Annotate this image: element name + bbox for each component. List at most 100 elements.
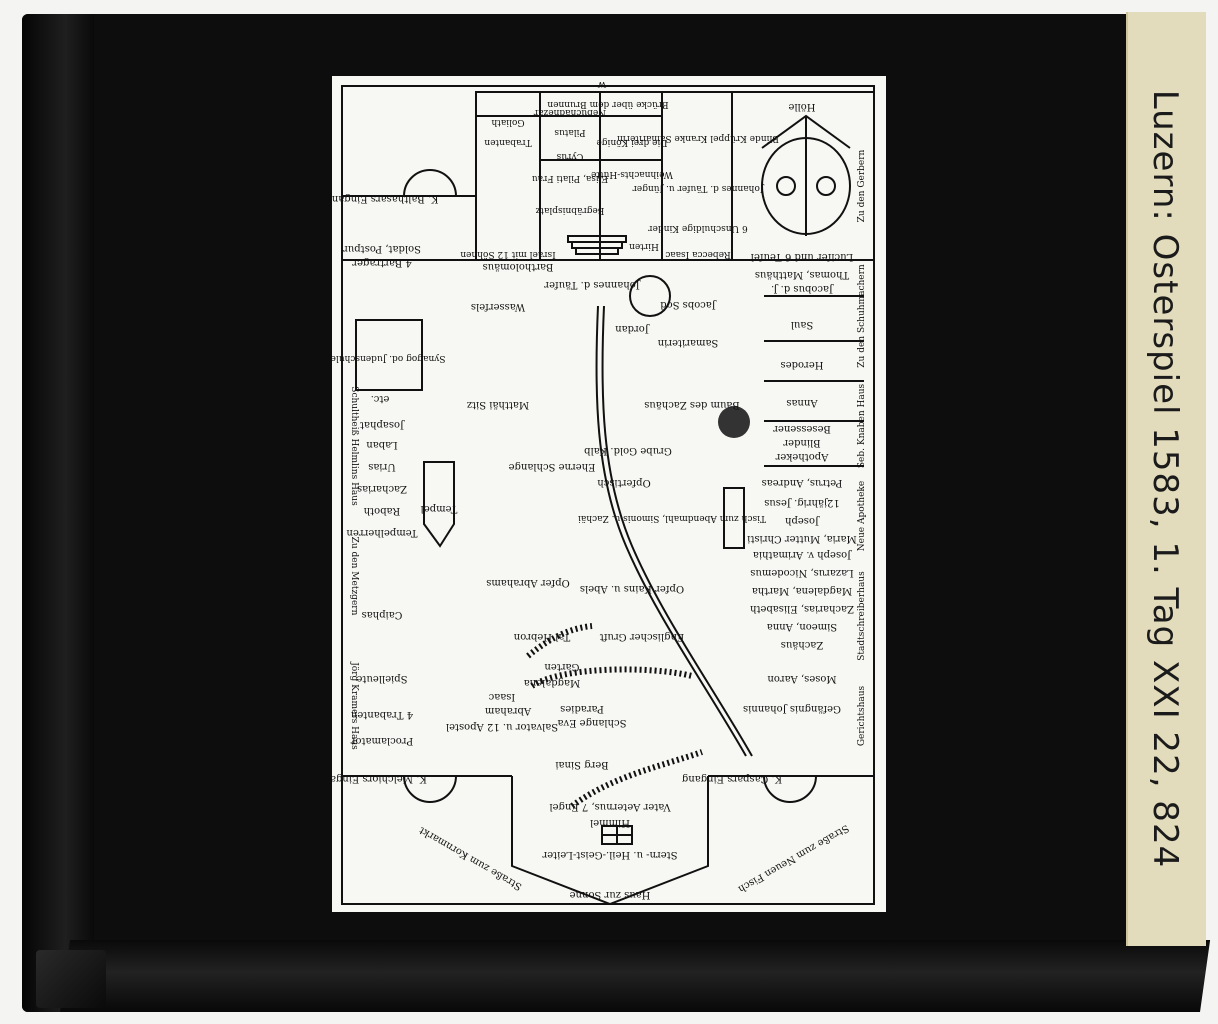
zachaeus: Zachäus	[781, 639, 824, 650]
joseph-a: Joseph v. Arimathia	[753, 549, 852, 560]
petrus: Petrus, Andreas	[762, 477, 843, 488]
tempelherren: Tempelherren	[346, 527, 418, 538]
slide-label-strip	[1126, 12, 1206, 946]
top-eliza: Elisa, Pilati Frau	[532, 173, 608, 183]
top-drei-konige: Die drei Könige	[596, 137, 667, 147]
blinder: Blinder	[783, 437, 821, 448]
zacharias-e: Zacharias, Elisabeth	[749, 603, 853, 614]
spielleute: Spielleute	[356, 673, 407, 684]
top-johannes: Johannes d. Täufer u. Jünger	[632, 183, 765, 193]
johannes-taufer: Johannes d. Täufer	[544, 279, 641, 290]
schultheiss: Schultheiß Helmlins Haus	[349, 386, 359, 506]
joerg-kramers: Jörg Kramers Haus	[349, 661, 359, 750]
garten: Garten	[544, 661, 580, 672]
entrance-caspars: K. Caspars Eingang	[681, 773, 782, 784]
annas: Annas	[786, 397, 818, 408]
neue-apotheke: Neue Apotheke	[857, 481, 867, 551]
slide-label: Luzern: Osterspiel 1583, 1. Tag XXI 22, …	[1126, 12, 1204, 946]
herodes: Herodes	[781, 359, 824, 370]
entrance-balthasars: K. Balthasars Eingang	[332, 193, 439, 204]
stadtschreiber: Stadtschreiberhaus	[857, 571, 867, 661]
grube-kalb: Grube Gold. Kalb	[584, 445, 672, 456]
knaben-haus: Seb. Knaben Haus	[857, 384, 867, 469]
besessener: Besessener	[773, 423, 831, 434]
zu-gerbern: Zu den Gerbern	[857, 149, 867, 222]
zu-metzgern: Zu den Metzgern	[349, 537, 359, 616]
synagog: Synagog od. Judenschule	[332, 353, 445, 363]
zu-schuhmachern: Zu den Schuhmachern	[857, 264, 867, 368]
etc: etc.	[371, 393, 390, 404]
entrance-melchiors: K. Melchiors Eingang	[332, 773, 427, 784]
top-cyrus: Cyrus	[556, 151, 583, 161]
stage-plan: w Haus zur Sonne Straße zum Kornmarkt St…	[332, 76, 886, 912]
joseph: Joseph	[784, 515, 819, 526]
salvator: Salvator u. 12 Apostel	[446, 721, 558, 732]
frame-bevel-left	[22, 14, 94, 1012]
heaven-himmel: Himmel	[590, 817, 630, 828]
saul: Saul	[791, 319, 813, 330]
moses: Moses, Aaron	[767, 673, 837, 684]
raboth: Raboth	[363, 505, 400, 516]
urias: Urias	[368, 461, 396, 472]
simeon: Simeon, Anna	[767, 621, 837, 632]
frame-corner	[36, 950, 106, 1008]
top-blinde: Blinde Krüppel Kranke Samariterin	[617, 133, 779, 143]
bartrager: 4 Bartrager	[352, 257, 412, 268]
magdalena-g: Magdalena	[524, 677, 581, 688]
slide-label-text: Luzern: Osterspiel 1583, 1. Tag XXI 22, …	[1145, 89, 1186, 869]
lucifer: Lucifer und 6 Teufel	[751, 251, 854, 262]
wasserfels: Wasserfels	[471, 301, 525, 312]
proclamator: Proclamator	[351, 735, 414, 746]
frame-bevel-bottom	[60, 940, 1211, 1012]
tal-hebron: Tal Hebron	[513, 631, 570, 642]
isaac: Isaac	[488, 691, 515, 702]
devil-head-icon	[761, 114, 851, 236]
laban: Laban	[366, 439, 398, 450]
top-trabanten: Trabanten	[484, 137, 532, 147]
tree-icon	[718, 406, 750, 438]
gefangnis: Gefängnis Johannis	[743, 703, 841, 714]
top-hirten: Hirten	[629, 241, 659, 251]
caiphas: Caiphas	[362, 609, 403, 620]
jordan: Jordan	[615, 323, 650, 334]
abendmahl-tisch: Tisch zum Abendmahl, Simonis u. Zachäi	[578, 513, 766, 523]
englischer-gruft: Englischer Gruft	[600, 631, 685, 642]
baum-zachaeus: Baum des Zachäus	[644, 399, 740, 410]
house-sonne: Haus zur Sonne	[570, 889, 651, 900]
heaven-vater: Vater Aeternus, 7 Engel	[549, 801, 671, 812]
lazarus: Lazarus, Nicodemus	[750, 567, 854, 578]
maria: Maria, Mutter Christi	[747, 533, 857, 544]
top-pilatus: Pilatus	[554, 127, 586, 137]
bartholomaeus: Bartholomäus	[483, 261, 554, 272]
paradies: Paradies	[560, 703, 604, 714]
magdalena: Magdalena, Martha	[752, 585, 852, 596]
thomas: Thomas, Matthäus	[755, 269, 849, 280]
opfertisch: Opfertisch	[597, 477, 651, 488]
heaven-berg: Berg Sinai	[555, 759, 608, 770]
jacobs-sod: Jacobs Sod	[660, 299, 717, 310]
jacobus: Jacobus d. J.	[771, 283, 834, 294]
soldier: Soldat, Postpur	[343, 243, 421, 254]
paradise-fence	[530, 666, 693, 689]
top-nabuch: Nebuchadnezar	[533, 107, 606, 117]
samariterin: Samariterin	[657, 337, 718, 348]
eherne-schlange: Eherne Schlange	[509, 461, 596, 472]
top-israel: Israel mit 12 Söhnen	[460, 249, 556, 259]
abraham: Abraham	[484, 705, 532, 716]
opfer-kain: Opfer Kains u. Abels	[580, 583, 684, 594]
holle: Hölle	[788, 101, 815, 112]
zacharias: Zacharias	[357, 483, 407, 494]
jesus: 12jährig. Jesus	[764, 497, 840, 508]
opfer-abraham: Opfer Abrahams	[486, 577, 570, 588]
gerichtshaus: Gerichtshaus	[857, 685, 867, 746]
apotheker: Apotheker	[775, 451, 829, 462]
compass-w: w	[597, 79, 606, 90]
top-brucke: Brücke über dem Brunnen	[547, 99, 669, 109]
garden-fence	[526, 623, 593, 659]
top-begrabnis: Begräbnisplatz	[535, 205, 604, 215]
top-goliath: Goliath	[491, 117, 524, 127]
top-unschuldige: 6 Unschuldige Kinder	[648, 223, 748, 233]
josaphat: Josaphat	[360, 419, 405, 430]
heaven-stage	[511, 776, 709, 906]
matthaei-sitz: Matthäi Sitz	[467, 399, 529, 410]
